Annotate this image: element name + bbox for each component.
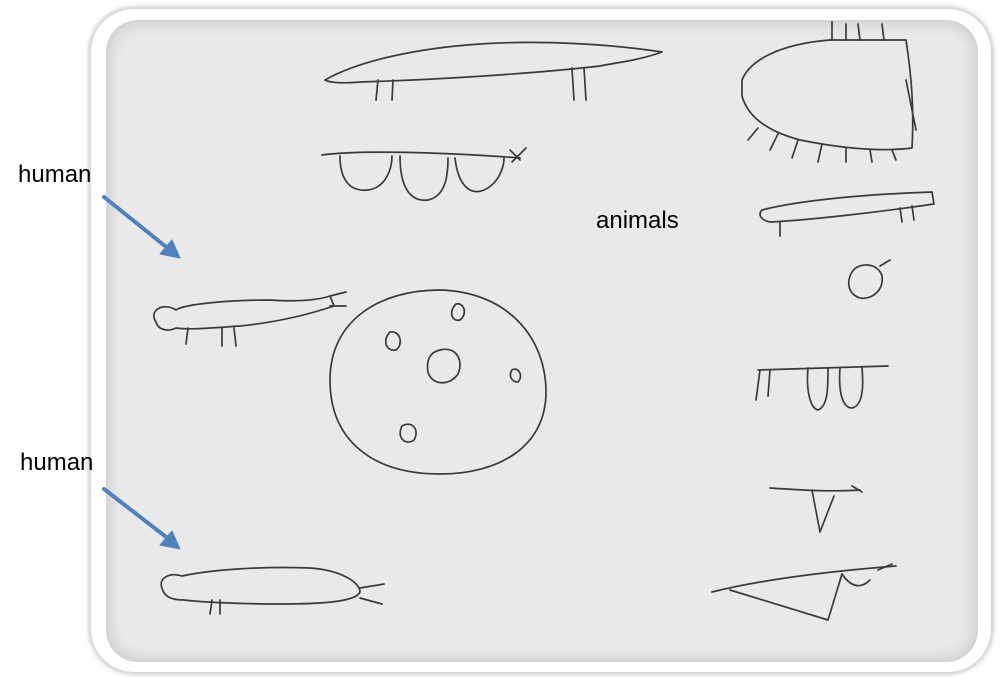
- animal-sketch-cone: [770, 486, 862, 532]
- human-label-top: human: [18, 163, 91, 187]
- animal-sketch-top-long: [325, 42, 662, 100]
- animal-sketch-triangle: [712, 564, 896, 620]
- human-sketch-lower: [161, 567, 384, 614]
- human-label-bottom: human: [20, 451, 93, 475]
- round-sketch-with-spots: [330, 290, 546, 474]
- animal-sketch-large: [742, 22, 916, 162]
- animal-sketch-right-long: [760, 192, 934, 236]
- animals-label: animals: [596, 209, 679, 233]
- animal-sketch-legs: [756, 366, 888, 410]
- human-sketch-upper: [154, 292, 346, 346]
- arrow-icon-human-lower: [104, 489, 180, 549]
- arrow-icon-human-upper: [104, 197, 180, 258]
- animal-sketch-small-circle: [849, 260, 890, 298]
- animal-sketch-hanging: [322, 148, 526, 200]
